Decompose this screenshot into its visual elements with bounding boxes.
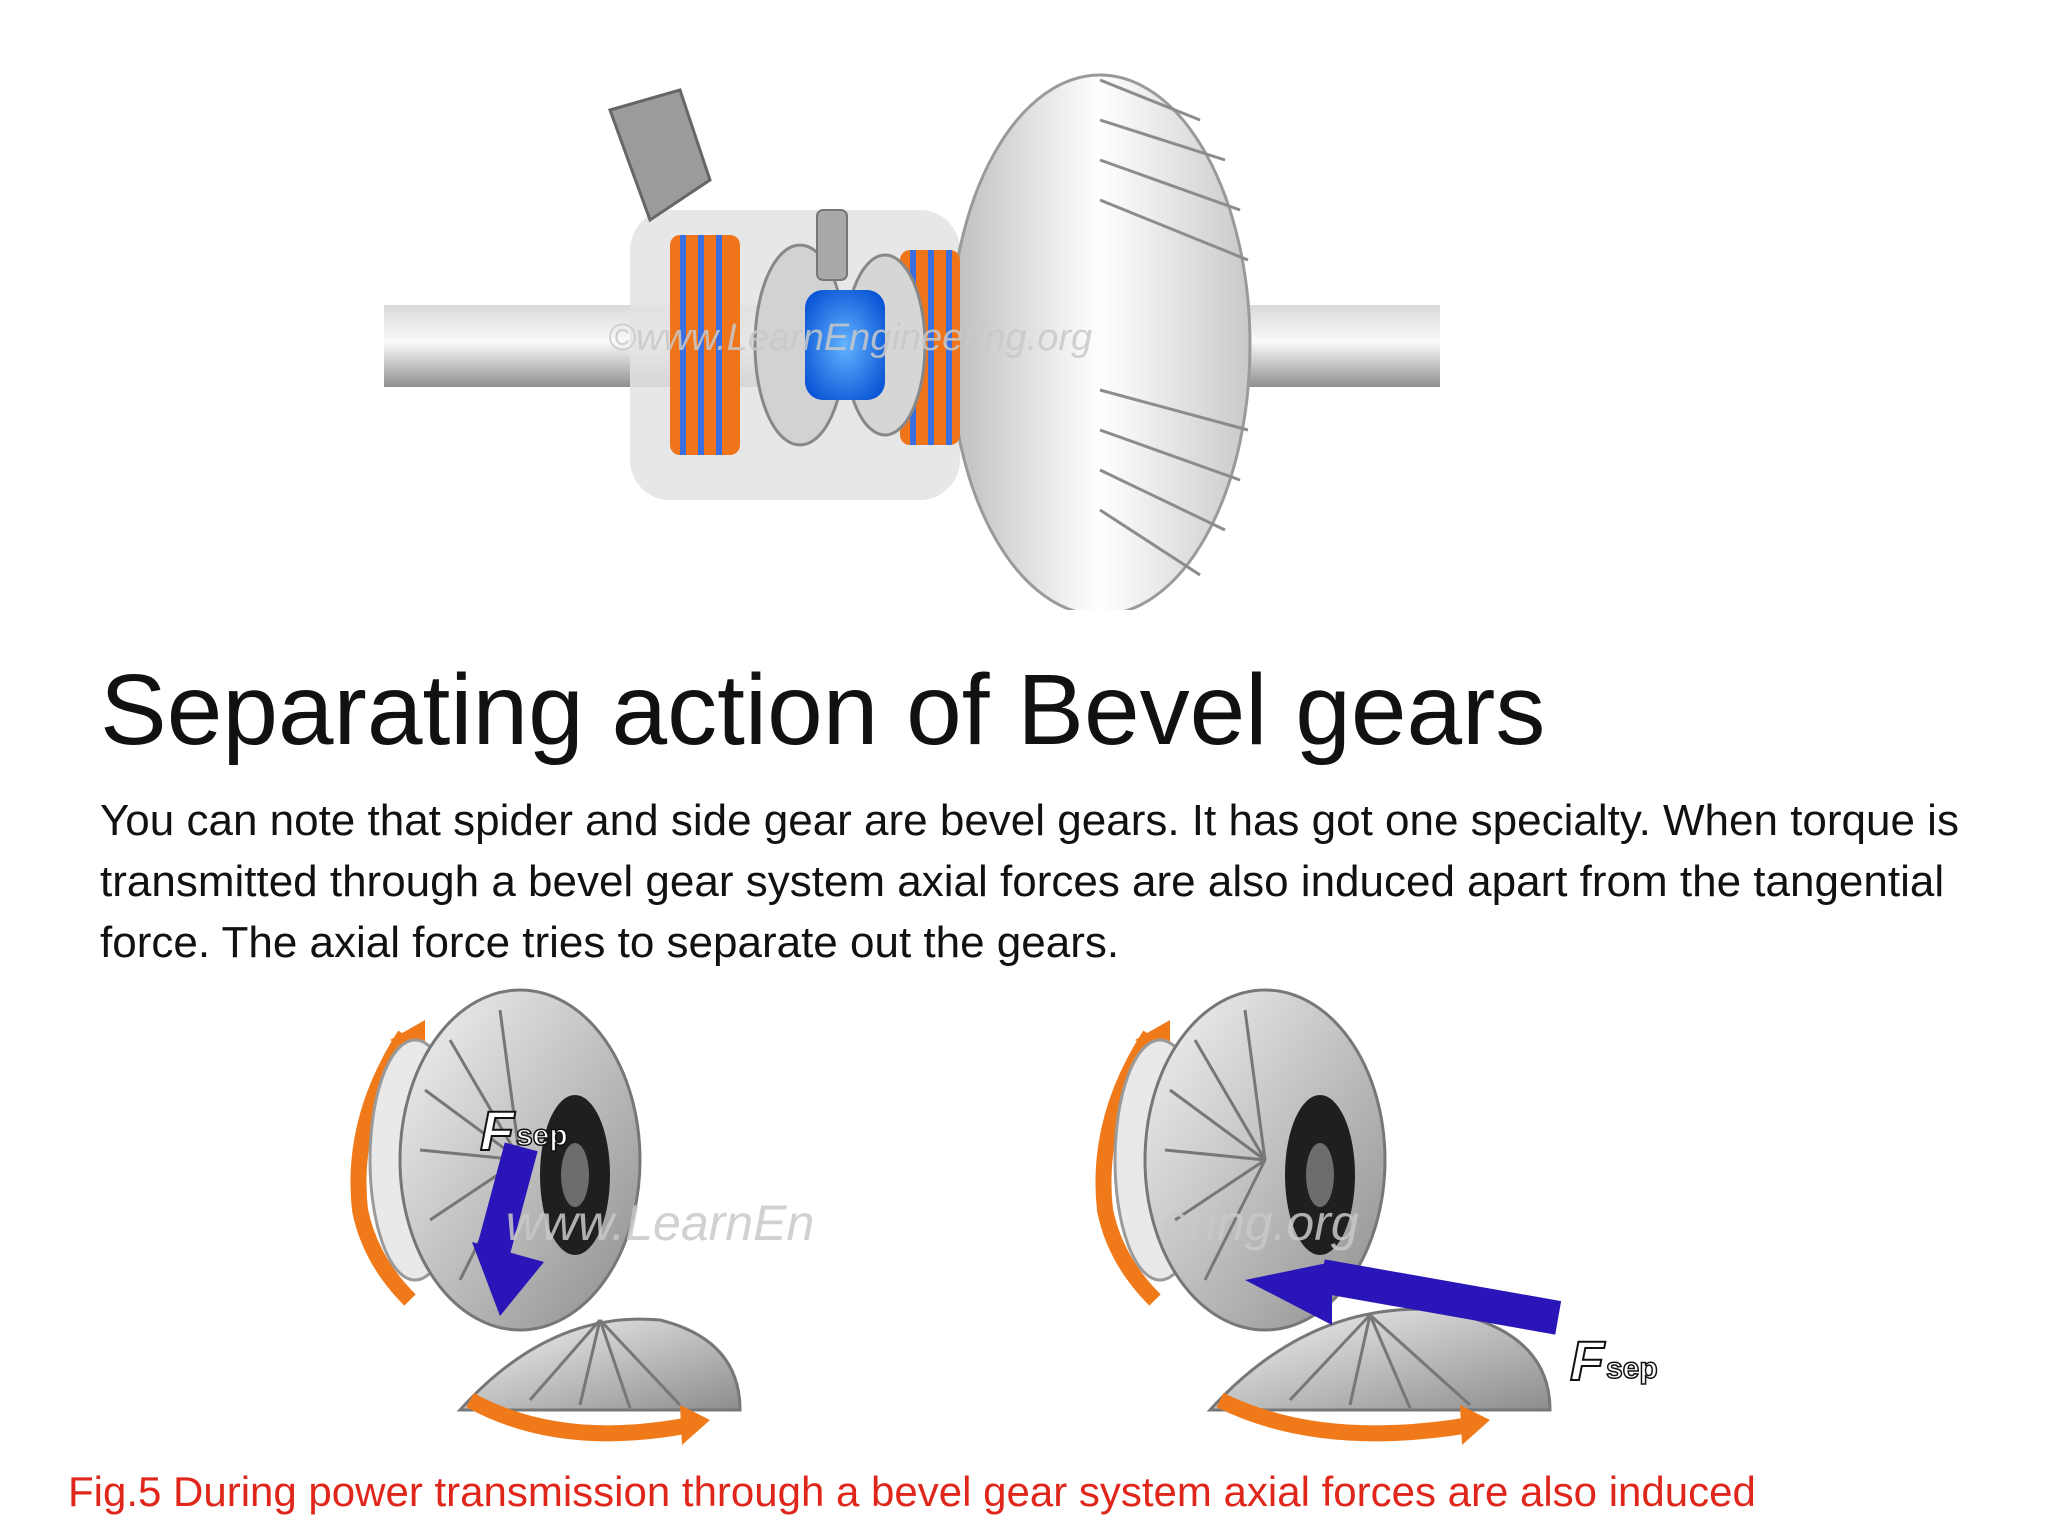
watermark-right: ering.org: [1161, 1195, 1359, 1251]
figure-caption: Fig.5 During power transmission through …: [68, 1468, 1756, 1515]
differential-cutaway-image: ©www.LearnEngineering.org: [384, 73, 1440, 610]
separating-force-arrowhead: [472, 1242, 544, 1316]
rotation-arrow-lower: [1216, 1392, 1472, 1442]
rotation-arrowhead-lower: [1460, 1405, 1490, 1445]
clutch-pack-left: [670, 235, 740, 455]
rotation-arrowhead-lower: [680, 1405, 710, 1445]
force-label-sep: sep: [516, 1119, 568, 1152]
spider-bevel-gear: [456, 1317, 742, 1412]
slide-body-text: You can note that spider and side gear a…: [100, 796, 1959, 967]
force-label-f: F: [1570, 1329, 1606, 1392]
watermark-left: www.LearnEn: [506, 1195, 815, 1251]
separating-force-arrow-shaft: [1318, 1259, 1562, 1335]
force-label-f: F: [480, 1099, 516, 1162]
force-label-sep: sep: [1606, 1352, 1658, 1385]
separating-force-arrowhead: [1245, 1262, 1332, 1325]
spider-pin: [816, 209, 848, 281]
slide-title: Separating action of Bevel gears: [100, 654, 1546, 766]
rotation-arrow-lower: [466, 1393, 692, 1442]
pinion-gear: [608, 88, 712, 223]
watermark-top: ©www.LearnEngineering.org: [608, 317, 1092, 359]
spider-gear: [805, 290, 885, 400]
bevel-gear-figure-left: F sep www.LearnEn: [350, 988, 815, 1445]
bevel-gear-figure-right: F sep ering.org: [1095, 988, 1658, 1445]
separating-force-arrow-shaft: [476, 1142, 538, 1258]
